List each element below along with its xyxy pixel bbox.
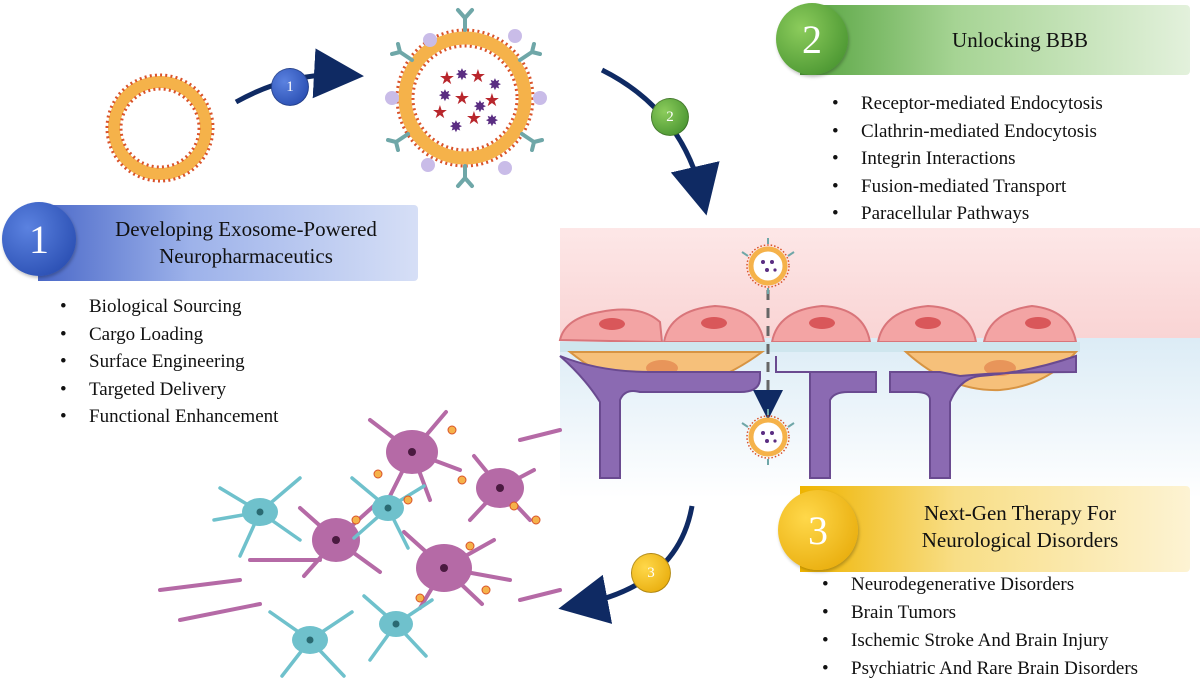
list-item: Cargo Loading	[56, 321, 278, 349]
section-3-title: Next-Gen Therapy For Neurological Disord…	[860, 500, 1180, 554]
svg-text:✸: ✸	[455, 65, 468, 84]
list-item: Paracellular Pathways	[828, 200, 1103, 228]
section-1-title-line-1: Developing Exosome-Powered	[115, 217, 377, 241]
arrow-step-2	[600, 67, 720, 216]
section-2-badge: 2	[776, 3, 848, 75]
step-2-marker: 2	[651, 98, 689, 136]
section-2-list: Receptor-mediated Endocytosis Clathrin-m…	[828, 90, 1103, 228]
svg-text:★: ★	[439, 68, 455, 89]
arrow-step-3	[558, 505, 695, 624]
svg-text:✸: ✸	[488, 75, 501, 94]
section-3-banner: Next-Gen Therapy For Neurological Disord…	[800, 486, 1190, 572]
engineered-exosome-icon: ★★★ ★★★ ✸✸✸ ✸✸✸	[385, 8, 547, 188]
list-item: Functional Enhancement	[56, 403, 278, 431]
section-3-title-line-2: Neurological Disorders	[921, 528, 1119, 552]
section-1-list: Biological Sourcing Cargo Loading Surfac…	[56, 293, 278, 431]
list-item: Ischemic Stroke And Brain Injury	[818, 627, 1138, 655]
list-item: Receptor-mediated Endocytosis	[828, 90, 1103, 118]
svg-text:✸: ✸	[438, 86, 451, 105]
svg-text:✸: ✸	[449, 117, 462, 136]
section-3-list: Neurodegenerative Disorders Brain Tumors…	[818, 571, 1138, 683]
section-1-title-line-2: Neuropharmaceutics	[159, 244, 333, 268]
svg-text:★: ★	[470, 66, 486, 87]
svg-text:★: ★	[432, 102, 448, 123]
step-3-marker: 3	[631, 553, 671, 593]
section-2-title: Unlocking BBB	[952, 28, 1088, 52]
list-item: Clathrin-mediated Endocytosis	[828, 118, 1103, 146]
section-3-badge: 3	[778, 490, 858, 570]
list-item: Targeted Delivery	[56, 376, 278, 404]
svg-text:★: ★	[466, 108, 482, 129]
list-item: Integrin Interactions	[828, 145, 1103, 173]
list-item: Psychiatric And Rare Brain Disorders	[818, 655, 1138, 683]
list-item: Biological Sourcing	[56, 293, 278, 321]
svg-text:★: ★	[454, 88, 470, 109]
vesicle-icon	[105, 73, 215, 183]
step-1-marker: 1	[271, 68, 309, 106]
svg-text:✸: ✸	[473, 97, 486, 116]
list-item: Surface Engineering	[56, 348, 278, 376]
section-2-banner: Unlocking BBB	[800, 5, 1190, 75]
list-item: Fusion-mediated Transport	[828, 173, 1103, 201]
neural-network-icon	[158, 410, 562, 678]
svg-text:★: ★	[484, 90, 500, 111]
section-1-title: Developing Exosome-Powered Neuropharmace…	[78, 216, 414, 270]
bbb-cell-layer-icon	[558, 228, 1200, 498]
section-1-badge: 1	[2, 202, 76, 276]
section-1-banner: Developing Exosome-Powered Neuropharmace…	[38, 205, 418, 281]
list-item: Brain Tumors	[818, 599, 1138, 627]
svg-text:✸: ✸	[485, 111, 498, 130]
section-3-title-line-1: Next-Gen Therapy For	[923, 501, 1117, 525]
list-item: Neurodegenerative Disorders	[818, 571, 1138, 599]
